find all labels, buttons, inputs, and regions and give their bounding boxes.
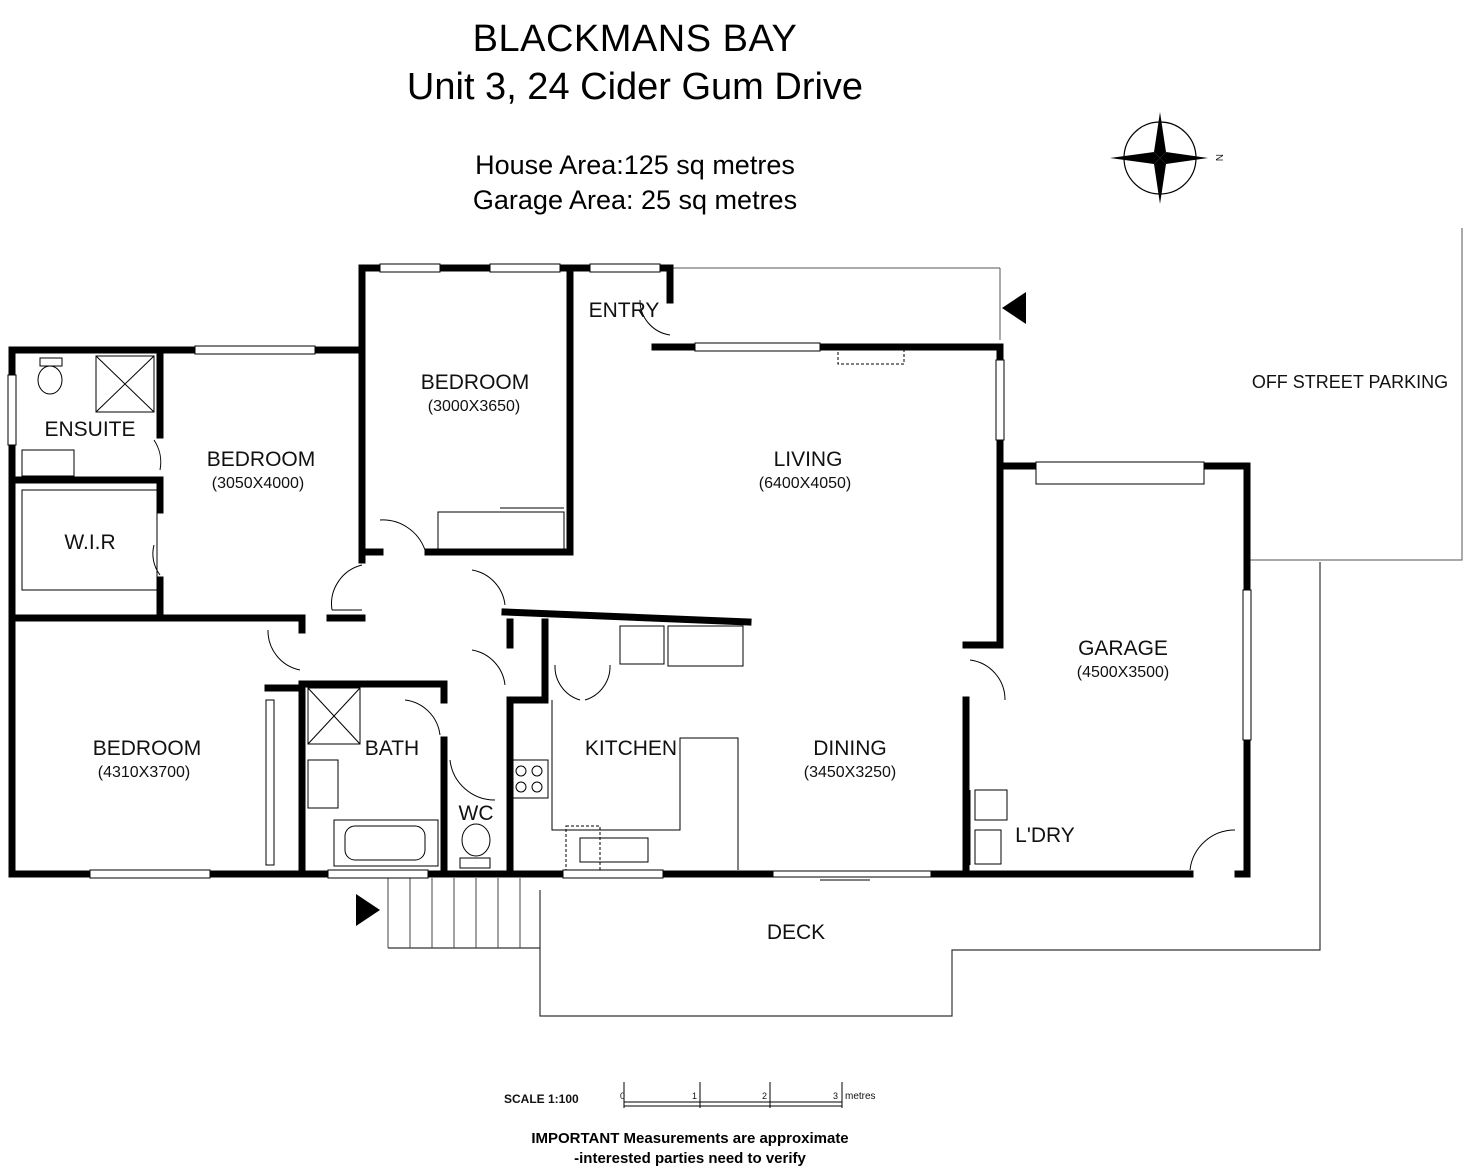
room-wir-label: W.I.R: [64, 531, 115, 554]
parking-label: OFF STREET PARKING: [1252, 372, 1448, 392]
garage-area-text: Garage Area: 25 sq metres: [472, 185, 798, 215]
sliding-doors: [265, 349, 935, 881]
room-ensuite-label: ENSUITE: [44, 418, 135, 441]
room-kitchen-label: KITCHEN: [585, 737, 677, 760]
deck-entry-arrow-icon: [356, 894, 380, 926]
deck-stairs: [387, 878, 521, 948]
room-bedroom-1-label: BEDROOM: [207, 448, 316, 471]
room-bedroom-2-label: BEDROOM: [421, 371, 530, 394]
disclaimer-line-1: IMPORTANT Measurements are approximate: [531, 1130, 849, 1147]
room-living-dims: (6400X4050): [759, 475, 852, 492]
room-bedroom-3-label: BEDROOM: [93, 737, 202, 760]
deck-label: DECK: [767, 921, 825, 944]
disclaimer-line-2: -interested parties need to verify: [574, 1150, 806, 1167]
deck-outline: [388, 562, 1321, 1017]
scale-tick-3: 3: [833, 1091, 838, 1101]
room-bath-label: BATH: [365, 737, 419, 760]
scale-label: SCALE 1:100: [504, 1092, 579, 1106]
room-wc-label: WC: [459, 802, 494, 825]
windows: [7, 263, 1252, 879]
room-dining-label: DINING: [813, 737, 887, 760]
door-swings: [152, 299, 1236, 871]
room-laundry-label: L'DRY: [1015, 824, 1075, 847]
walls: [8, 264, 1251, 878]
room-garage-dims: (4500X3500): [1077, 664, 1170, 681]
room-garage-label: GARAGE: [1078, 637, 1168, 660]
plan-suburb-title: BLACKMANS BAY: [472, 18, 798, 60]
fixtures: [21, 355, 1008, 871]
scale-bar: [623, 1082, 843, 1108]
room-bedroom-2-dims: (3000X3650): [428, 398, 521, 415]
compass-north-label: N: [1213, 154, 1224, 161]
scale-tick-1: 1: [692, 1091, 697, 1101]
compass-icon: N: [1110, 112, 1224, 204]
scale-tick-2: 2: [762, 1091, 767, 1101]
room-dining-dims: (3450X3250): [804, 764, 897, 781]
scale-unit: metres: [845, 1091, 876, 1102]
entry-arrow-icon: [1002, 292, 1026, 324]
room-bedroom-1-dims: (3050X4000): [212, 475, 305, 492]
parking-outline: [670, 228, 1463, 561]
scale-tick-0: 0: [620, 1091, 625, 1101]
plan-address-title: Unit 3, 24 Cider Gum Drive: [406, 66, 864, 108]
room-entry-label: ENTRY: [589, 299, 660, 322]
house-area-text: House Area:125 sq metres: [475, 150, 795, 180]
room-bedroom-3-dims: (4310X3700): [98, 764, 191, 781]
room-living-label: LIVING: [774, 448, 843, 471]
